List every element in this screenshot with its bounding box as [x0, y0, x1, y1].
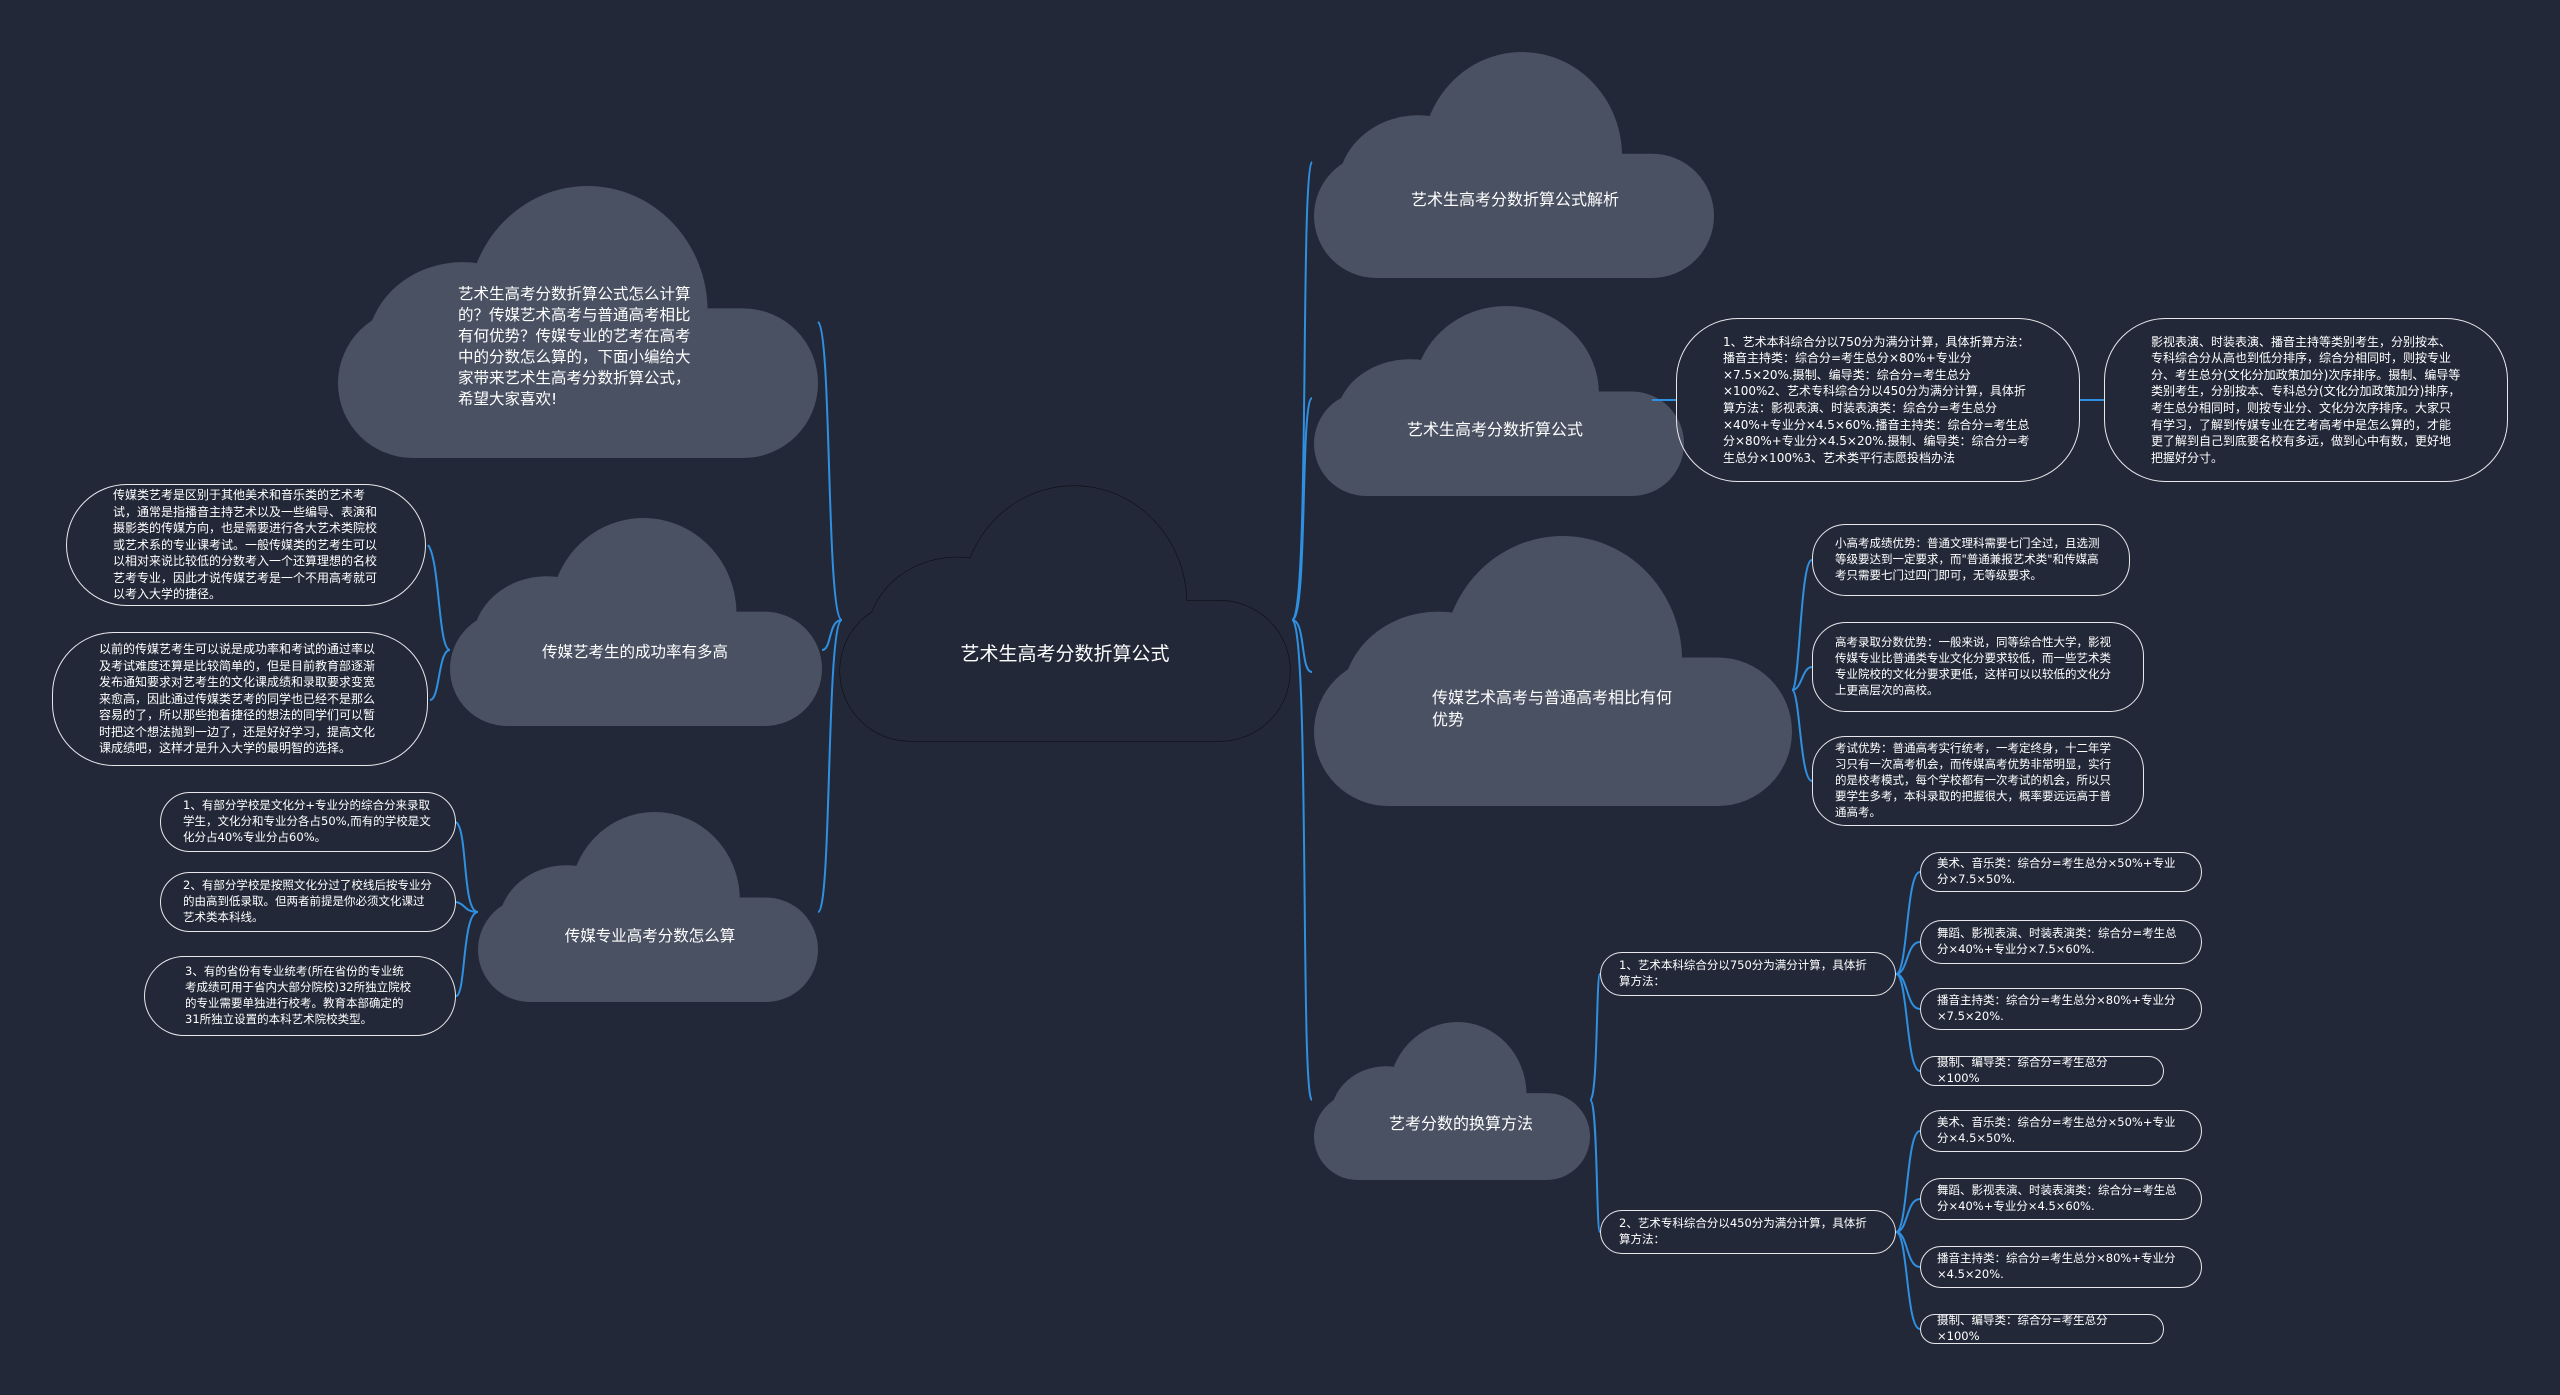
- intro-cloud: [338, 186, 818, 458]
- connector-central-conversion: [1291, 619, 1313, 1101]
- bachelor-directing[interactable]: 摄制、编导类：综合分=考生总分×100%: [1920, 1055, 2164, 1086]
- advantage-exam[interactable]: 考试优势：普通高考实行统考，一考定终身，十二年学习只有一次高考机会，而传媒高考优…: [1812, 736, 2144, 826]
- associate-method[interactable]: 2、艺术专科综合分以450分为满分计算，具体折算方法：: [1600, 1210, 1896, 1254]
- connector-a-4: [1895, 1231, 1921, 1330]
- bachelor-dance-acting[interactable]: 舞蹈、影视表演、时装表演类：综合分=考生总分×40%+专业分×7.5×60%.: [1920, 920, 2202, 964]
- intro-topic[interactable]: 艺术生高考分数折算公式怎么计算的？传媒艺术高考与普通高考相比有何优势？传媒专业的…: [458, 285, 691, 408]
- connector-central-success: [821, 619, 843, 651]
- associate-directing[interactable]: 摄制、编导类：综合分=考生总分×100%: [1920, 1313, 2164, 1344]
- associate-broadcasting[interactable]: 播音主持类：综合分=考生总分×80%+专业分×4.5×20%.: [1920, 1246, 2202, 1288]
- formula-detail[interactable]: 1、艺术本科综合分以750分为满分计算，具体折算方法：播音主持类：综合分=考生总…: [1676, 318, 2080, 482]
- connector-media-3: [455, 911, 479, 997]
- advantages-cloud: [1314, 536, 1792, 806]
- advantages-topic[interactable]: 传媒艺术高考与普通高考相比有何优势: [1432, 688, 1673, 729]
- success-rate-topic[interactable]: 传媒艺考生的成功率有多高: [541, 642, 728, 661]
- associate-art-music[interactable]: 美术、音乐类：综合分=考生总分×50%+专业分×4.5×50%.: [1920, 1110, 2202, 1152]
- connector-central-formula: [1291, 397, 1313, 621]
- media-score-detail-1[interactable]: 1、有部分学校是文化分+专业分的综合分来录取学生，文化分和专业分各占50%,而有…: [160, 792, 456, 852]
- connector-b-2: [1895, 941, 1921, 975]
- analysis-topic[interactable]: 艺术生高考分数折算公式解析: [1410, 190, 1619, 210]
- connector-conv-bachelor: [1589, 973, 1601, 1101]
- success-cloud: [450, 518, 822, 726]
- conversion-topic[interactable]: 艺考分数的换算方法: [1388, 1114, 1533, 1134]
- connector-conv-associate: [1589, 1099, 1601, 1233]
- connector-b-4: [1895, 973, 1921, 1072]
- connector-adv-2: [1791, 666, 1813, 691]
- connector-media-2: [455, 901, 479, 913]
- connector-a-2: [1895, 1198, 1921, 1233]
- success-rate-detail-2[interactable]: 以前的传媒艺考生可以说是成功率和考试的通过率以及考试难度还算是比较简单的，但是目…: [52, 632, 428, 766]
- conversion-cloud: [1314, 1022, 1590, 1180]
- central-cloud: [839, 485, 1291, 742]
- connector-adv-3: [1791, 689, 1813, 782]
- connector-central-analysis: [1291, 161, 1313, 621]
- success-rate-detail-1[interactable]: 传媒类艺考是区别于其他美术和音乐类的艺术考试，通常是指播音主持艺术以及一些编导、…: [66, 484, 426, 606]
- media-score-topic[interactable]: 传媒专业高考分数怎么算: [564, 926, 736, 945]
- connector-central-intro: [817, 321, 843, 621]
- connector-central-advantages: [1291, 619, 1313, 673]
- bachelor-art-music[interactable]: 美术、音乐类：综合分=考生总分×50%+专业分×7.5×50%.: [1920, 852, 2202, 892]
- formula-ranking-detail[interactable]: 影视表演、时装表演、播音主持等类别考生，分别按本、专科综合分从高也到低分排序，综…: [2104, 318, 2508, 482]
- media-score-detail-2[interactable]: 2、有部分学校是按照文化分过了校线后按专业分的由高到低录取。但两者前提是你必须文…: [160, 872, 456, 932]
- bachelor-broadcasting[interactable]: 播音主持类：综合分=考生总分×80%+专业分×7.5×20%.: [1920, 988, 2202, 1030]
- media-score-cloud: [478, 812, 818, 1002]
- analysis-cloud: [1314, 52, 1714, 278]
- formula-topic[interactable]: 艺术生高考分数折算公式: [1406, 420, 1583, 440]
- bachelor-method[interactable]: 1、艺术本科综合分以750分为满分计算，具体折算方法：: [1600, 952, 1896, 996]
- connector-adv-1: [1791, 559, 1813, 691]
- formula-cloud: [1314, 306, 1684, 496]
- central-topic[interactable]: 艺术生高考分数折算公式: [960, 643, 1170, 666]
- connector-b-1: [1895, 871, 1921, 975]
- connector-media-1: [455, 821, 479, 913]
- connector-a-1: [1895, 1130, 1921, 1233]
- advantage-admission-score[interactable]: 高考录取分数优势：一般来说，同等综合性大学，影视传媒专业比普通类专业文化分要求较…: [1812, 622, 2144, 712]
- associate-dance-acting[interactable]: 舞蹈、影视表演、时装表演类：综合分=考生总分×40%+专业分×4.5×60%.: [1920, 1178, 2202, 1220]
- media-score-detail-3[interactable]: 3、有的省份有专业统考(所在省份的专业统考成绩可用于省内大部分院校)32所独立院…: [144, 956, 456, 1036]
- advantage-gaokao-score[interactable]: 小高考成绩优势：普通文理科需要七门全过，且选测等级要达到一定要求，而"普通兼报艺…: [1812, 524, 2130, 596]
- connector-success-1: [427, 544, 451, 651]
- connector-central-media: [817, 619, 843, 913]
- connector-success-2: [429, 649, 451, 701]
